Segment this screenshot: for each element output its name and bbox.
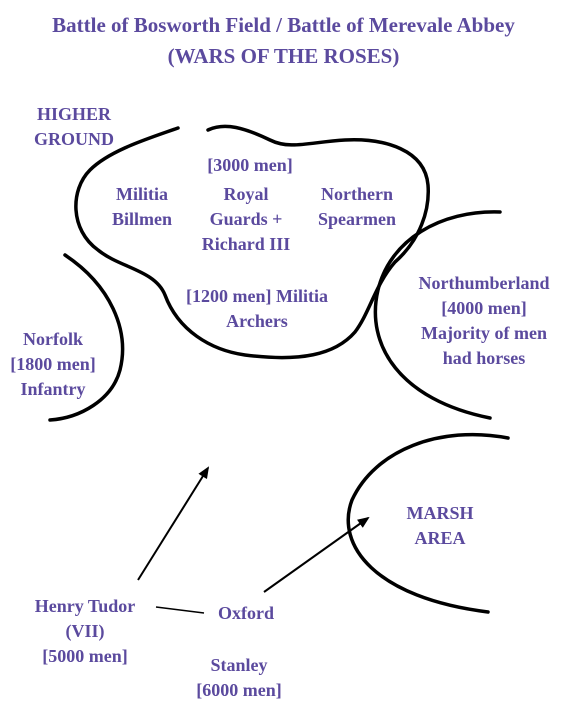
- oxford-label: Oxford: [218, 603, 274, 623]
- stanley-label: Stanley [6000 men]: [196, 655, 282, 700]
- marsh-area-arc: [346, 432, 510, 614]
- royal-strength-label: [3000 men]: [207, 155, 293, 175]
- henry-advance-arrow: [137, 466, 210, 581]
- higher-ground-label: HIGHER GROUND: [34, 104, 114, 149]
- norfolk-arc: [48, 253, 125, 422]
- oxford-advance-arrow: [263, 516, 370, 593]
- higher-ground-outline: [74, 124, 430, 360]
- henry-oxford-connector: [155, 606, 205, 614]
- marsh-area-label: MARSH AREA: [406, 503, 474, 548]
- page-title: Battle of Bosworth Field / Battle of Mer…: [52, 13, 515, 37]
- northumberland-label: Northumberland [4000 men] Majority of me…: [418, 273, 550, 368]
- northern-spearmen-label: Northern Spearmen: [318, 184, 396, 229]
- militia-archers-label: [1200 men] Militia Archers: [186, 286, 328, 331]
- northumberland-arc: [373, 210, 502, 420]
- page-subtitle: (WARS OF THE ROSES): [167, 44, 400, 68]
- norfolk-label: Norfolk [1800 men] Infantry: [10, 329, 96, 399]
- militia-billmen-label: Militia Billmen: [111, 184, 173, 229]
- royal-guards-label: Royal Guards + Richard III: [201, 184, 291, 254]
- henry-tudor-label: Henry Tudor (VII) [5000 men]: [34, 596, 136, 666]
